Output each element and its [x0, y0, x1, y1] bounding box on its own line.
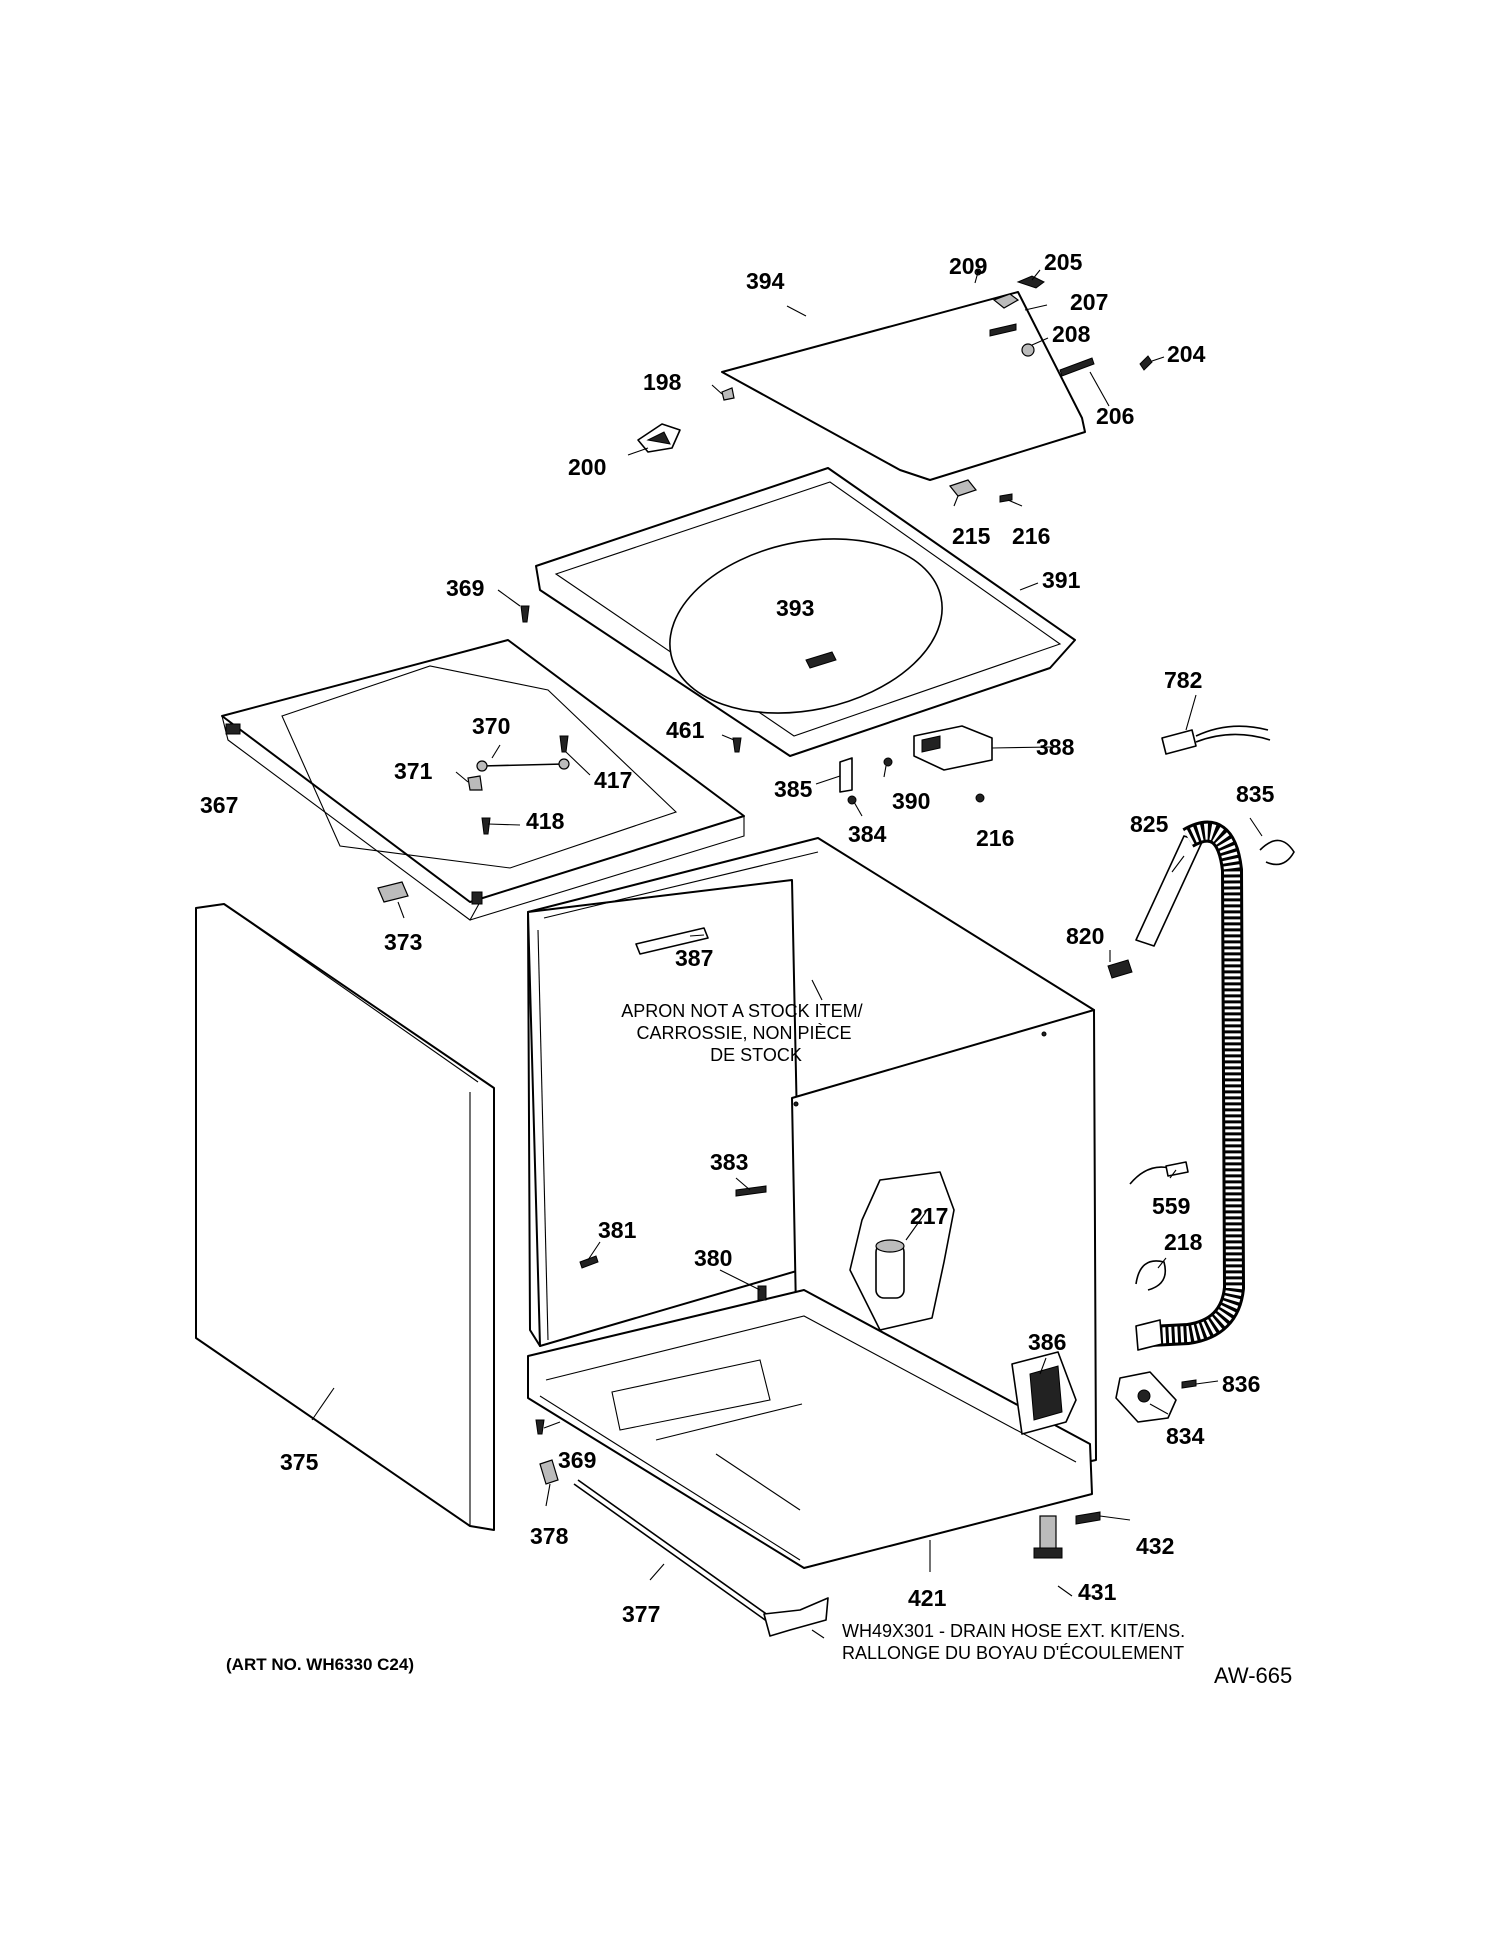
drawing-code: AW-665: [1214, 1663, 1292, 1688]
part-label-835: 835: [1236, 781, 1275, 807]
part-label-559: 559: [1152, 1193, 1190, 1219]
screw-383: [735, 1185, 767, 1197]
part-label-421: 421: [908, 1585, 947, 1611]
part-label-209: 209: [949, 253, 987, 279]
part-label-378: 378: [530, 1523, 569, 1549]
part-label-461: 461: [666, 717, 705, 743]
part-label-418: 418: [526, 808, 565, 834]
rod-377: [573, 1479, 829, 1637]
part-label-375: 375: [280, 1449, 319, 1475]
lid-switch-388: [913, 725, 993, 771]
part-label-834: 834: [1166, 1423, 1205, 1449]
drain-hose-825: [1135, 820, 1246, 1351]
part-label-385: 385: [774, 776, 813, 802]
screw-369-lower: [535, 1419, 545, 1435]
screw-836: [1181, 1379, 1197, 1389]
wire-harness-782: [1161, 725, 1271, 755]
clamp-432: [1075, 1511, 1101, 1525]
notes: APRON NOT A STOCK ITEM/ CARROSSIE, NON P…: [621, 1001, 1185, 1663]
part-label-393: 393: [776, 595, 814, 621]
part-label-215: 215: [952, 523, 991, 549]
part-label-782: 782: [1164, 667, 1202, 693]
screw-216-lower: [975, 793, 985, 803]
clip-820: [1107, 959, 1133, 979]
part-label-370: 370: [472, 713, 510, 739]
part-label-204: 204: [1167, 341, 1206, 367]
capacitor-217: [849, 1171, 955, 1331]
apron-note-line-1: APRON NOT A STOCK ITEM/: [621, 1001, 862, 1021]
part-label-369-lower: 369: [558, 1447, 596, 1473]
part-label-394: 394: [746, 268, 785, 294]
part-label-388: 388: [1036, 734, 1075, 760]
clip-371: [467, 775, 483, 791]
part-label-373: 373: [384, 929, 422, 955]
art-number: (ART NO. WH6330 C24): [226, 1655, 414, 1674]
part-label-200: 200: [568, 454, 606, 480]
base-421: [527, 1289, 1093, 1569]
part-label-431: 431: [1078, 1579, 1117, 1605]
part-label-387: 387: [675, 945, 713, 971]
lid-switch-actuator-215: [948, 479, 978, 497]
part-label-218: 218: [1164, 1229, 1203, 1255]
part-label-371: 371: [394, 758, 433, 784]
part-label-825: 825: [1130, 811, 1169, 837]
screw-381: [579, 1255, 599, 1269]
part-label-198: 198: [643, 369, 682, 395]
apron-note-line-2: CARROSSIE, NON PIÈCE: [636, 1023, 851, 1043]
part-label-217: 217: [910, 1203, 948, 1229]
lid-394: [721, 291, 1086, 481]
top-panel-391: [535, 467, 1076, 757]
part-label-381: 381: [598, 1217, 637, 1243]
part-label-206: 206: [1096, 403, 1134, 429]
part-label-205: 205: [1044, 249, 1083, 275]
part-label-369-upper: 369: [446, 575, 484, 601]
part-label-432: 432: [1136, 1533, 1174, 1559]
bracket-834: [1115, 1371, 1177, 1423]
wire-559: [1129, 1161, 1189, 1185]
part-label-417: 417: [594, 767, 632, 793]
part-label-386: 386: [1028, 1329, 1066, 1355]
part-label-836: 836: [1222, 1371, 1260, 1397]
screw-461: [732, 737, 742, 753]
part-labels: 394 209 205 207 208 204 206 198 200 215 …: [200, 249, 1275, 1627]
hose-clamp-835: [1259, 839, 1295, 866]
leveling-leg-431: [1033, 1515, 1063, 1559]
lid-bumper-198: [721, 387, 735, 401]
part-label-391: 391: [1042, 567, 1081, 593]
front-panel-375: [195, 903, 495, 1531]
part-label-216-lower: 216: [976, 825, 1014, 851]
screw-380: [757, 1285, 767, 1301]
part-label-380: 380: [694, 1245, 732, 1271]
bracket-373: [377, 881, 409, 903]
lid-hinge-hardware: [974, 268, 1153, 377]
drain-kit-note-line-1: WH49X301 - DRAIN HOSE EXT. KIT/ENS.: [842, 1621, 1185, 1641]
part-label-208: 208: [1052, 321, 1091, 347]
foot-378: [539, 1459, 559, 1485]
part-label-384: 384: [848, 821, 887, 847]
hose-clamp-218: [1135, 1260, 1167, 1291]
screw-417: [559, 735, 569, 753]
part-label-820: 820: [1066, 923, 1104, 949]
screw-369-top: [520, 605, 530, 623]
part-label-216-upper: 216: [1012, 523, 1050, 549]
part-label-367: 367: [200, 792, 238, 818]
bracket-385: [839, 757, 853, 793]
bracket-386: [1011, 1351, 1077, 1435]
screw-418: [481, 817, 491, 835]
part-label-207: 207: [1070, 289, 1108, 315]
apron-note-line-3: DE STOCK: [710, 1045, 802, 1065]
part-label-383: 383: [710, 1149, 748, 1175]
drain-kit-note-line-2: RALLONGE DU BOYAU D'ÉCOULEMENT: [842, 1643, 1184, 1663]
part-label-390: 390: [892, 788, 930, 814]
screw-390: [883, 757, 893, 767]
leader-lines: [311, 269, 1263, 1639]
rod-370: [476, 758, 570, 772]
part-label-377: 377: [622, 1601, 660, 1627]
lid-handle-200: [637, 423, 681, 453]
